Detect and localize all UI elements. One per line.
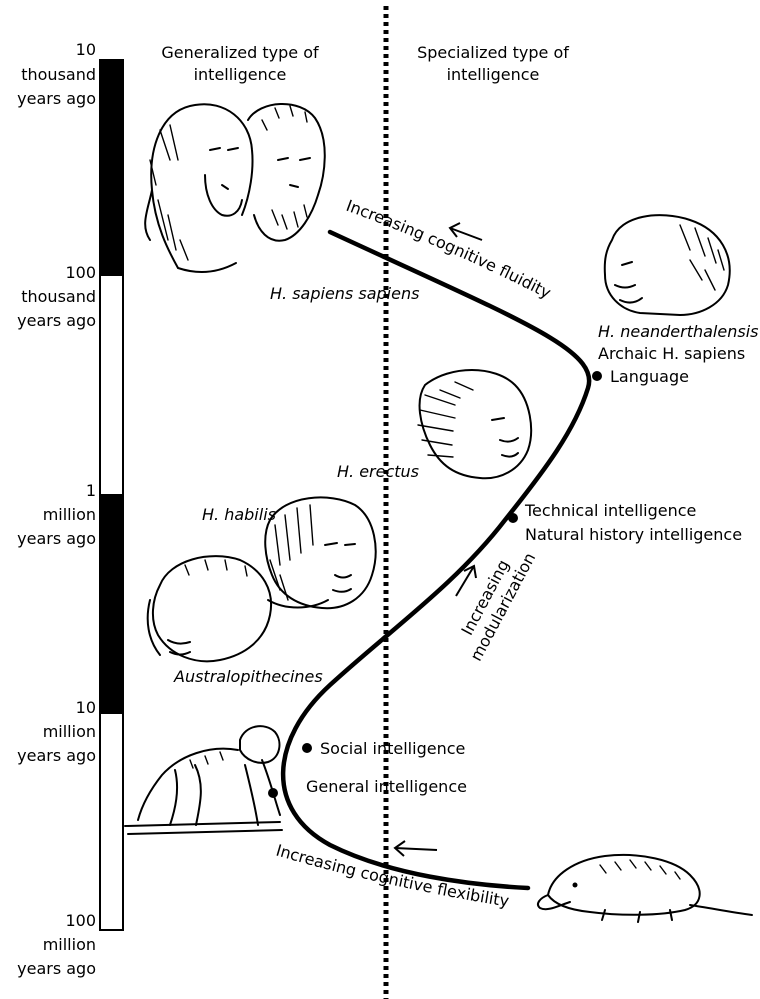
timeline-segment-1m-10m bbox=[100, 495, 123, 713]
language-marker: Language bbox=[592, 367, 689, 386]
timeline-label-unit: thousand bbox=[21, 65, 96, 84]
generalized-header-line1: Generalized type of bbox=[161, 43, 319, 62]
language-label: Language bbox=[610, 367, 689, 386]
timeline-label-num: 10 bbox=[76, 40, 96, 59]
timeline-segment-10m-100m bbox=[100, 713, 123, 930]
timeline-label-ago: years ago bbox=[17, 959, 96, 978]
modularization-label: Increasing modularization bbox=[449, 540, 540, 664]
specialized-header-line1: Specialized type of bbox=[417, 43, 569, 62]
social-label: Social intelligence bbox=[320, 739, 465, 758]
timeline-label-num: 100 bbox=[65, 911, 96, 930]
technical-dot bbox=[508, 513, 518, 523]
cognitive-flexibility-text: Increasing cognitive flexibility bbox=[274, 841, 511, 911]
timeline-label-num: 100 bbox=[65, 263, 96, 282]
timeline-segment-100k-1m bbox=[100, 275, 123, 495]
fluidity-arrow bbox=[450, 223, 482, 240]
general-label: General intelligence bbox=[306, 777, 467, 796]
timeline-label-ago: years ago bbox=[17, 89, 96, 108]
timeline-label-unit: million bbox=[43, 505, 96, 524]
language-dot bbox=[592, 371, 602, 381]
natural-history-label: Natural history intelligence bbox=[525, 525, 742, 544]
timeline-bar bbox=[100, 60, 123, 930]
specialized-header-line2: intelligence bbox=[447, 65, 540, 84]
habilis-label: H. habilis bbox=[202, 505, 276, 524]
small-mammal-illustration bbox=[538, 855, 752, 922]
flexibility-arrow bbox=[395, 841, 437, 856]
timeline-label-ago: years ago bbox=[17, 746, 96, 765]
timeline-label-unit: thousand bbox=[21, 287, 96, 306]
timeline-label-ago: years ago bbox=[17, 529, 96, 548]
australopithecines-label: Australopithecines bbox=[173, 667, 323, 686]
neanderthal-label: H. neanderthalensis bbox=[598, 322, 758, 341]
technical-label: Technical intelligence bbox=[524, 501, 696, 520]
timeline-label-ago: years ago bbox=[17, 311, 96, 330]
erectus-label: H. erectus bbox=[337, 462, 419, 481]
neanderthal-head-illustration bbox=[605, 215, 730, 315]
australopithecine-head-illustration bbox=[148, 556, 328, 661]
timeline-label-unit: million bbox=[43, 722, 96, 741]
habilis-head-illustration bbox=[265, 497, 375, 608]
cognitive-flexibility-label: Increasing cognitive flexibility bbox=[274, 841, 511, 911]
erectus-head-illustration bbox=[418, 370, 531, 478]
modern-human-heads-illustration bbox=[145, 104, 325, 272]
generalized-header-line2: intelligence bbox=[194, 65, 287, 84]
early-primate-illustration bbox=[125, 726, 282, 834]
timeline-label-num: 10 bbox=[76, 698, 96, 717]
general-marker: General intelligence bbox=[268, 777, 467, 798]
technical-marker: Technical intelligence Natural history i… bbox=[508, 501, 742, 544]
archaic-label: Archaic H. sapiens bbox=[598, 344, 745, 363]
timeline-segment-10k-100k bbox=[100, 60, 123, 275]
sapiens-label: H. sapiens sapiens bbox=[270, 284, 419, 303]
timeline-label-num: 1 bbox=[86, 481, 96, 500]
column-headers: Generalized type of intelligence Special… bbox=[161, 43, 569, 84]
timeline-labels: 10 thousand years ago 100 thousand years… bbox=[17, 40, 96, 978]
social-dot bbox=[302, 743, 312, 753]
social-marker: Social intelligence bbox=[302, 739, 465, 758]
timeline-label-unit: million bbox=[43, 935, 96, 954]
